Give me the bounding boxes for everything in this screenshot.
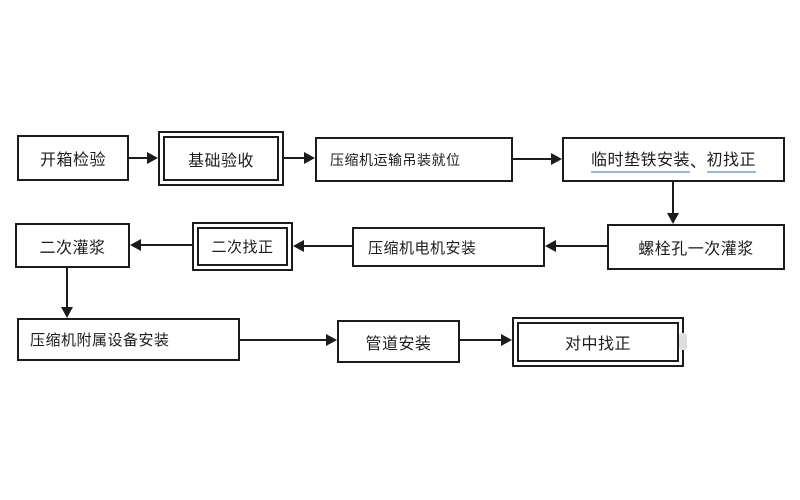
node-centering-alignment: 对中找正 — [512, 317, 684, 367]
connector-line — [141, 244, 192, 246]
node-compressor-transport-hoisting: 压缩机运输吊装就位 — [315, 137, 513, 182]
arrowhead-left-icon — [293, 240, 304, 252]
arrowhead-left-icon — [130, 239, 141, 251]
node-label: 基础验收 — [187, 152, 254, 170]
node-label-separator: 、 — [689, 153, 707, 171]
node-secondary-alignment: 二次找正 — [192, 222, 293, 271]
node-label: 螺栓孔一次灌浆 — [638, 241, 754, 258]
node-label-underlined-2: 初找正 — [706, 146, 757, 173]
connector-line — [284, 157, 305, 159]
node-foundation-acceptance: 基础验收 — [158, 131, 284, 186]
arrowhead-down-icon — [667, 213, 679, 224]
node-label: 压缩机电机安装 — [368, 239, 477, 257]
connector-line — [66, 268, 68, 307]
node-compressor-motor-installation: 压缩机电机安装 — [352, 227, 545, 267]
connector-line — [556, 245, 607, 247]
watermark-artifact — [679, 333, 687, 350]
node-label: 二次找正 — [211, 239, 274, 256]
node-temporary-shim-install-initial-alignment: 临时垫铁安装、初找正 — [562, 137, 785, 182]
node-bolt-hole-first-grouting: 螺栓孔一次灌浆 — [607, 224, 785, 270]
node-unpacking-inspection: 开箱检验 — [17, 135, 129, 181]
connector-line — [672, 182, 674, 214]
double-border-inner: 基础验收 — [163, 136, 279, 181]
arrowhead-down-icon — [61, 307, 73, 318]
double-border-inner: 二次找正 — [197, 227, 288, 266]
connector-line — [240, 339, 326, 341]
node-label: 压缩机运输吊装就位 — [330, 151, 461, 168]
connector-line — [304, 245, 352, 247]
node-piping-installation: 管道安装 — [337, 320, 460, 363]
node-label-underlined-1: 临时垫铁安装 — [590, 146, 690, 173]
node-label: 对中找正 — [564, 336, 631, 353]
arrowhead-right-icon — [326, 334, 337, 346]
double-border-inner: 对中找正 — [517, 322, 679, 362]
arrowhead-right-icon — [304, 152, 315, 164]
node-label: 压缩机附属设备安装 — [30, 332, 170, 349]
node-label: 开箱检验 — [39, 152, 106, 169]
connector-line — [513, 158, 552, 160]
connector-line — [460, 339, 501, 341]
arrowhead-right-icon — [551, 153, 562, 165]
arrowhead-right-icon — [501, 334, 512, 346]
connector-line — [129, 157, 148, 159]
node-label: 管道安装 — [365, 335, 432, 353]
node-secondary-grouting: 二次灌浆 — [15, 223, 130, 268]
node-label: 二次灌浆 — [39, 239, 106, 257]
arrowhead-left-icon — [545, 240, 556, 252]
arrowhead-right-icon — [147, 152, 158, 164]
node-compressor-auxiliary-equipment-installation: 压缩机附属设备安装 — [17, 318, 240, 361]
